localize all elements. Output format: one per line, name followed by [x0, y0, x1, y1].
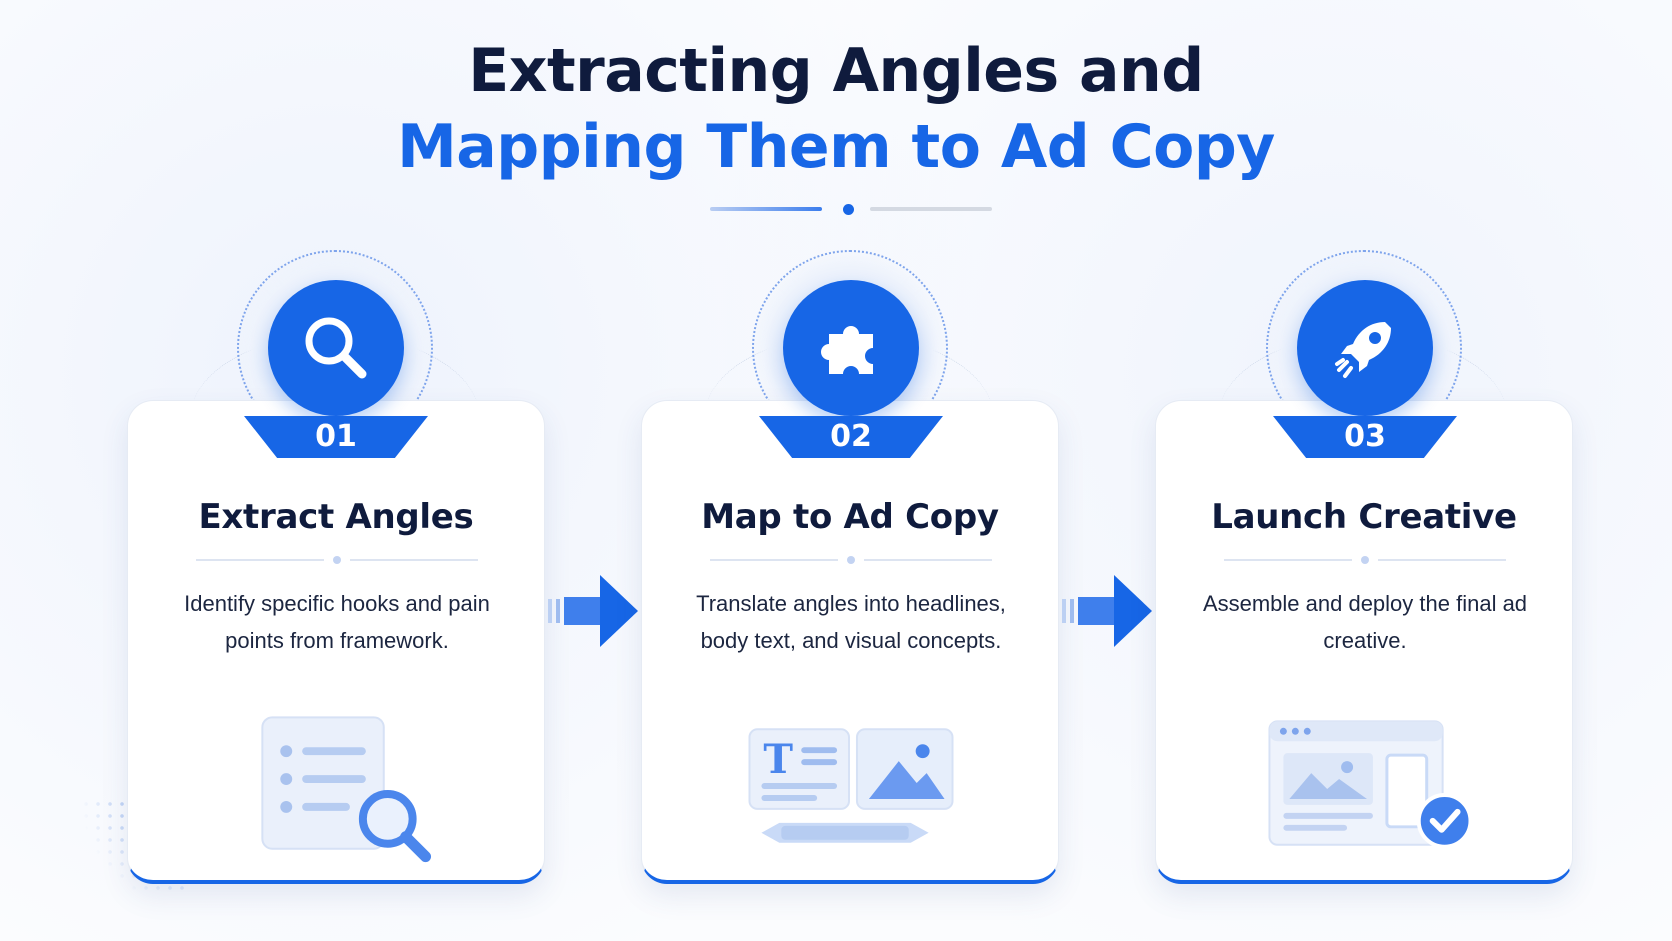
card-rule-dot — [847, 556, 855, 564]
browser-check-illustration — [1268, 720, 1473, 849]
card-rule-dot — [333, 556, 341, 564]
puzzle-icon — [821, 326, 873, 374]
card-rule-right — [864, 559, 992, 561]
svg-text:T: T — [763, 737, 793, 783]
title-divider-right — [870, 207, 992, 211]
arrow-right-icon — [1062, 575, 1152, 647]
card-rule-left — [710, 559, 838, 561]
card-rule-left — [196, 559, 324, 561]
step-icon-circle-1 — [268, 280, 404, 416]
step-number-badge-1: 01 — [244, 416, 428, 458]
magnifier-icon — [305, 317, 367, 379]
checklist-search-illustration — [261, 716, 432, 863]
step-number-badge-2: 02 — [759, 416, 943, 458]
step-title: Map to Ad Copy — [701, 497, 999, 537]
step-icon-circle-2 — [783, 280, 919, 416]
card-rule-right — [1378, 559, 1506, 561]
rocket-icon — [1335, 322, 1391, 378]
arrow-right-icon — [548, 575, 638, 647]
step-title: Launch Creative — [1211, 497, 1517, 537]
card-rule-left — [1224, 559, 1352, 561]
step-number-badge-3: 03 — [1273, 416, 1457, 458]
step-card-3: Launch Creative Assemble and deploy the … — [1155, 400, 1573, 884]
text-image-pencil-illustration: T — [748, 728, 954, 843]
step-title: Extract Angles — [198, 497, 474, 537]
card-rule-dot — [1361, 556, 1369, 564]
card-rule-right — [350, 559, 478, 561]
step-card-2: Map to Ad Copy Translate angles into hea… — [641, 400, 1059, 884]
title-line-1: Extracting Angles and — [468, 36, 1204, 106]
step-description: Translate angles into headlines, body te… — [696, 591, 1006, 653]
title-divider-left — [710, 207, 822, 211]
step-card-1: Extract Angles Identify specific hooks a… — [127, 400, 545, 884]
step-description: Assemble and deploy the final ad creativ… — [1202, 591, 1528, 653]
step-description: Identify specific hooks and pain points … — [184, 591, 490, 653]
title-divider-dot — [843, 204, 854, 215]
title-line-2: Mapping Them to Ad Copy — [397, 112, 1275, 182]
step-icon-circle-3 — [1297, 280, 1433, 416]
